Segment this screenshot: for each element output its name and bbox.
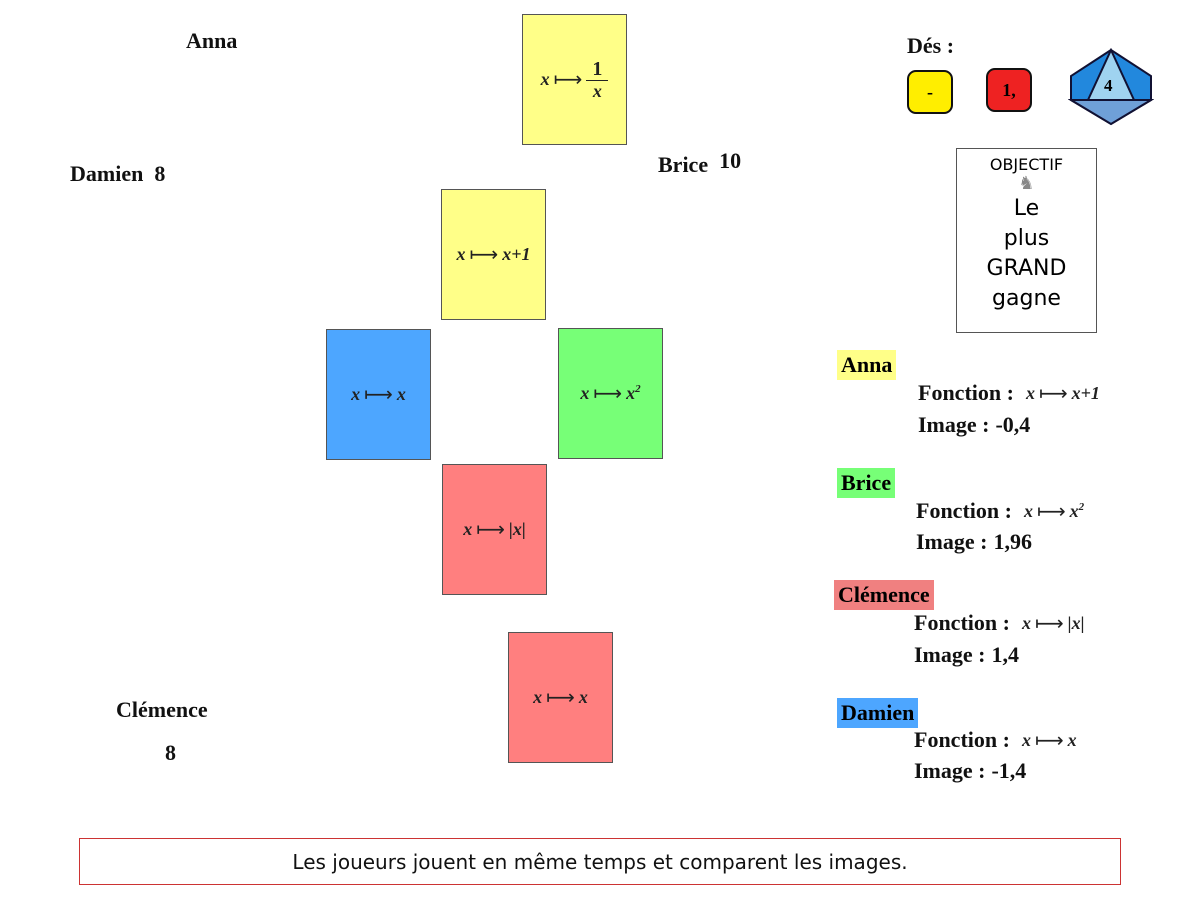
image-label: Image : [914, 642, 986, 667]
image-label: Image : [914, 758, 986, 783]
image-label: Image : [918, 412, 990, 437]
result: x [578, 687, 588, 707]
player-brice: Brice 10 [658, 148, 741, 178]
fonction-label: Fonction : [914, 610, 1010, 635]
maps-to-icon: ⟼ [1034, 612, 1064, 635]
card-clemence[interactable]: x⟼|x| [442, 464, 547, 595]
maps-to-icon: ⟼ [593, 383, 623, 405]
footer-caption: Les joueurs jouent en même temps et comp… [79, 838, 1121, 885]
player-tag: Anna [837, 350, 897, 380]
objective-line: gagne [992, 286, 1061, 311]
var: x [1021, 612, 1031, 633]
player-damien-name: Damien [70, 161, 144, 186]
objective-text: Le plus GRAND gagne [957, 194, 1096, 314]
player-damien: Damien 8 [70, 161, 165, 187]
var: x [1025, 382, 1035, 403]
image-value: 1,96 [993, 529, 1032, 554]
seahorse-icon: ♞ [1018, 173, 1035, 194]
result: x+1 [502, 244, 531, 264]
objective-line: plus [1003, 226, 1050, 251]
var: x [351, 384, 361, 404]
card-brice[interactable]: x⟼x2 [558, 328, 663, 459]
player-anna-name: Anna [186, 28, 238, 53]
octahedron-die-icon [1067, 47, 1155, 126]
player-clemence-score: 8 [165, 740, 176, 765]
player-brice-score: 10 [719, 148, 742, 173]
result: |x| [1067, 612, 1085, 633]
denominator: x [592, 81, 602, 101]
maps-to-icon: ⟼ [1038, 382, 1068, 405]
numerator: 1 [586, 58, 609, 81]
maps-to-icon: ⟼ [1034, 729, 1064, 752]
sign-die[interactable]: - [907, 70, 953, 114]
player-tag: Brice [837, 468, 896, 498]
objective-line: GRAND [986, 256, 1067, 281]
objective-line: Le [1013, 196, 1040, 221]
exponent: 2 [635, 383, 641, 395]
player-damien-score: 8 [154, 161, 166, 186]
card-clemence-hand[interactable]: x⟼x [508, 632, 613, 763]
image-value: -0,4 [995, 412, 1031, 437]
var: x [540, 69, 550, 89]
var: x [533, 687, 543, 707]
objective-title: OBJECTIF [989, 155, 1064, 174]
dice-label: Dés : [907, 33, 955, 58]
result: x [396, 384, 406, 404]
image-value: -1,4 [991, 758, 1027, 783]
var: x [1021, 729, 1031, 750]
result: |x| [508, 519, 526, 539]
maps-to-icon: ⟼ [553, 69, 583, 91]
maps-to-icon: ⟼ [469, 244, 499, 266]
maps-to-icon: ⟼ [364, 384, 393, 406]
maps-to-icon: ⟼ [476, 519, 505, 541]
fonction-label: Fonction : [914, 727, 1010, 752]
decimal-die[interactable]: 4 [1067, 47, 1155, 128]
result: x [1069, 500, 1079, 521]
fonction-label: Fonction : [916, 498, 1012, 523]
var: x [463, 519, 473, 539]
player-brice-name: Brice [658, 152, 709, 177]
player-tag: Clémence [834, 580, 934, 610]
player-clemence-name: Clémence [116, 697, 208, 722]
card-damien[interactable]: x⟼x [326, 329, 431, 460]
var: x [456, 244, 466, 264]
result: x [1067, 729, 1077, 750]
decimal-die-value: 4 [1104, 76, 1113, 95]
fonction-label: Fonction : [918, 380, 1014, 405]
player-tag: Damien [837, 698, 919, 728]
var: x [1023, 500, 1033, 521]
maps-to-icon: ⟼ [546, 687, 575, 709]
var: x [580, 383, 590, 403]
exponent: 2 [1078, 500, 1085, 513]
card-anna[interactable]: x⟼x+1 [441, 189, 546, 320]
image-value: 1,4 [991, 642, 1019, 667]
maps-to-icon: ⟼ [1036, 500, 1066, 523]
result: x [626, 383, 636, 403]
units-die[interactable]: 1, [986, 68, 1032, 112]
objective-box: OBJECTIF ♞ Le plus GRAND gagne [956, 148, 1097, 333]
result: x+1 [1071, 382, 1100, 403]
image-label: Image : [916, 529, 988, 554]
